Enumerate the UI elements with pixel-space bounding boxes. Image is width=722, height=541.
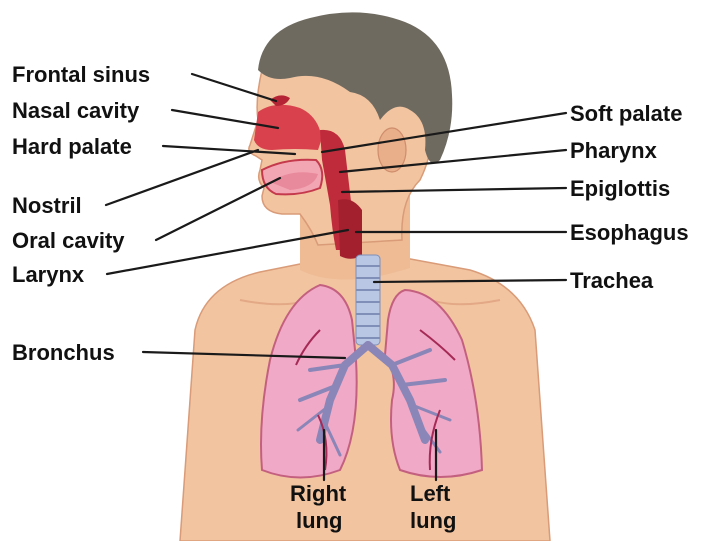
label-soft-palate: Soft palate [570,101,682,126]
label-frontal-sinus: Frontal sinus [12,62,150,87]
label-nasal-cavity: Nasal cavity [12,98,140,123]
label-nostril: Nostril [12,193,82,218]
label-oral-cavity: Oral cavity [12,228,125,253]
trachea-shape [356,255,380,345]
label-right-lung-line2: lung [296,508,342,533]
label-esophagus: Esophagus [570,220,689,245]
label-bronchus: Bronchus [12,340,115,365]
label-right-lung-line1: Right [290,481,347,506]
larynx-shape [338,199,362,259]
leader-oral-cavity [156,178,280,240]
label-trachea: Trachea [570,268,654,293]
label-left-lung-line1: Left [410,481,451,506]
label-hard-palate: Hard palate [12,134,132,159]
label-larynx: Larynx [12,262,85,287]
label-epiglottis: Epiglottis [570,176,670,201]
label-pharynx: Pharynx [570,138,658,163]
label-left-lung-line2: lung [410,508,456,533]
